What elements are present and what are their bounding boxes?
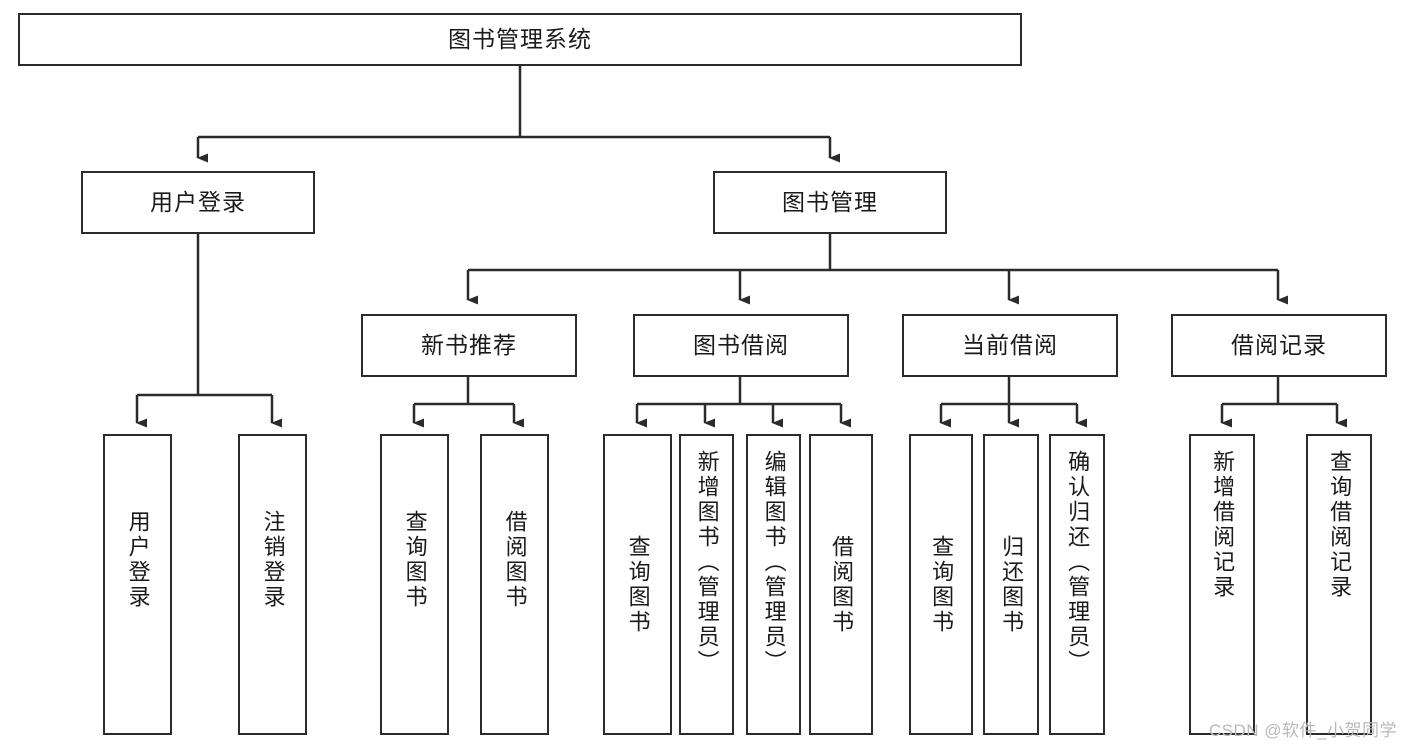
node-label: 借阅记录 [1231, 332, 1327, 359]
node-label: 查询借阅记录 [1327, 450, 1353, 600]
node-label: 图书借阅 [693, 332, 789, 359]
watermark: CSDN @软件_小贺同学 [1208, 721, 1397, 740]
node-label: 新增图书（管理员） [694, 450, 720, 675]
node-label: 注销登录 [260, 510, 286, 610]
node-borrow-records[interactable]: 借阅记录 [1171, 314, 1387, 377]
node-book-borrow[interactable]: 图书借阅 [633, 314, 849, 377]
node-user-login[interactable]: 用户登录 [81, 171, 315, 234]
leaf-add-borrow-record[interactable]: 新增借阅记录 [1189, 434, 1255, 735]
leaf-query-book-current[interactable]: 查询图书 [909, 434, 973, 735]
node-root-system[interactable]: 图书管理系统 [18, 13, 1022, 66]
leaf-query-borrow-record[interactable]: 查询借阅记录 [1306, 434, 1372, 735]
leaf-query-book-recommend[interactable]: 查询图书 [380, 434, 449, 735]
node-label: 用户登录 [150, 189, 246, 216]
node-label: 查询图书 [929, 535, 955, 635]
node-new-book-recommend[interactable]: 新书推荐 [361, 314, 577, 377]
node-label: 新书推荐 [421, 332, 517, 359]
node-label: 借阅图书 [829, 535, 855, 635]
node-label: 新增借阅记录 [1210, 450, 1236, 600]
leaf-query-book-borrow[interactable]: 查询图书 [603, 434, 672, 735]
leaf-return-book[interactable]: 归还图书 [983, 434, 1039, 735]
leaf-logout[interactable]: 注销登录 [238, 434, 307, 735]
node-label: 编辑图书（管理员） [761, 450, 787, 675]
leaf-user-login[interactable]: 用户登录 [103, 434, 172, 735]
node-label: 确认归还（管理员） [1065, 450, 1091, 675]
node-label: 查询图书 [625, 535, 651, 635]
node-label: 查询图书 [402, 510, 428, 610]
node-label: 借阅图书 [502, 510, 528, 610]
node-book-management[interactable]: 图书管理 [713, 171, 947, 234]
leaf-borrow-book[interactable]: 借阅图书 [809, 434, 873, 735]
node-label: 图书管理系统 [448, 26, 592, 53]
node-label: 图书管理 [782, 189, 878, 216]
leaf-add-book-admin[interactable]: 新增图书（管理员） [679, 434, 734, 735]
leaf-edit-book-admin[interactable]: 编辑图书（管理员） [746, 434, 801, 735]
leaf-confirm-return-admin[interactable]: 确认归还（管理员） [1049, 434, 1105, 735]
node-label: 归还图书 [999, 535, 1025, 635]
node-current-borrow[interactable]: 当前借阅 [902, 314, 1118, 377]
node-label: 当前借阅 [962, 332, 1058, 359]
node-label: 用户登录 [125, 510, 151, 610]
leaf-borrow-book-recommend[interactable]: 借阅图书 [480, 434, 549, 735]
